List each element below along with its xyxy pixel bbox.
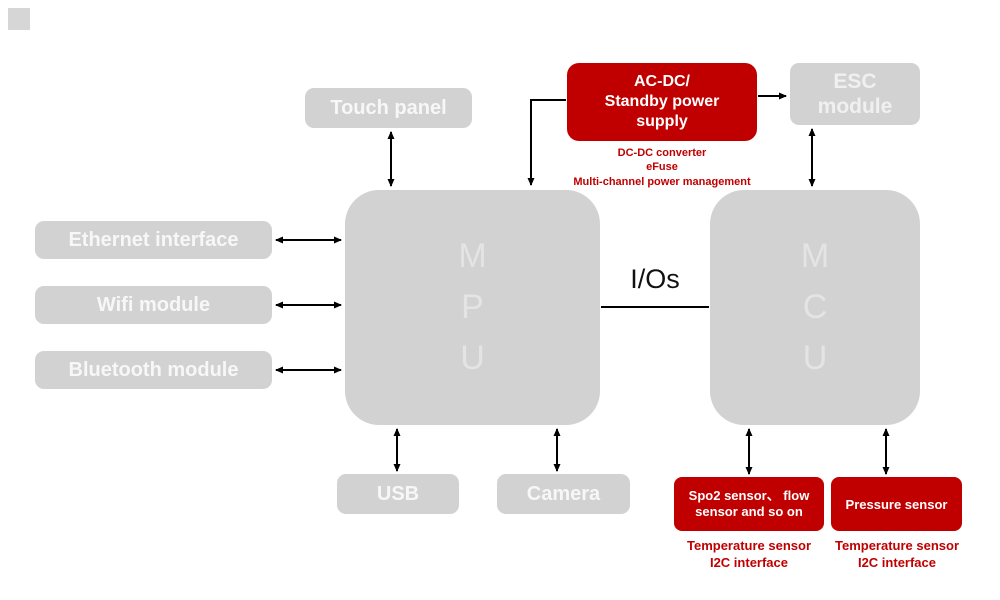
node-bluetooth-module: Bluetooth module (35, 351, 272, 389)
node-mcu: M C U (710, 190, 920, 425)
acdc-caption: DC-DC converter eFuse Multi-channel powe… (573, 147, 751, 188)
mcu-label: M C U (800, 237, 830, 377)
node-camera: Camera (497, 474, 630, 514)
node-wifi-module: Wifi module (35, 286, 272, 324)
ios-bus-label: I/Os (630, 264, 680, 294)
node-mpu: M P U (345, 190, 600, 425)
mpu-label: M P U (458, 237, 487, 377)
pressure-caption: Temperature sensor I2C interface (834, 538, 960, 570)
node-spo2-flow-sensor: Spo2 sensor、 flow sensor and so on (674, 477, 824, 531)
spo2-caption: Temperature sensor I2C interface (686, 538, 812, 570)
node-usb: USB (337, 474, 459, 514)
logo-placeholder (8, 8, 30, 30)
node-acdc-standby-power-supply: AC-DC/ Standby power supply (567, 63, 757, 141)
node-esc-module: ESC module (790, 63, 920, 125)
node-pressure-sensor: Pressure sensor (831, 477, 962, 531)
node-touch-panel: Touch panel (305, 88, 472, 128)
node-ethernet-interface: Ethernet interface (35, 221, 272, 259)
